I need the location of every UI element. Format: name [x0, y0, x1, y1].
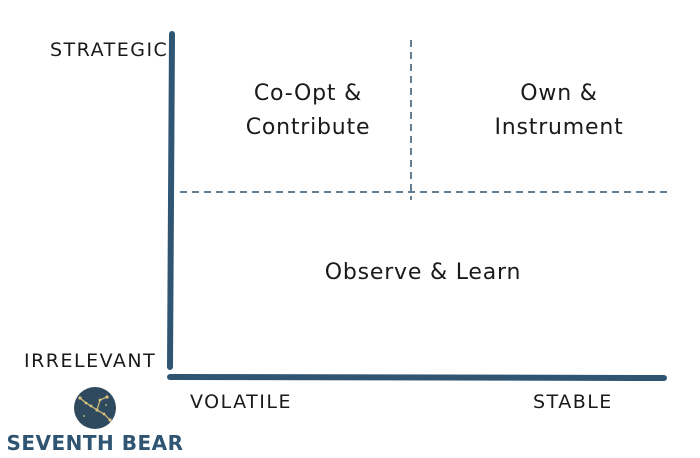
brand-name: SEVENTH BEAR	[6, 431, 183, 455]
quadrant-top-left-line2: Contribute	[246, 115, 371, 140]
quadrant-top-right-line2: Instrument	[494, 115, 623, 140]
x-axis-left-label: VOLATILE	[190, 391, 292, 413]
y-axis-bottom-label: IRRELEVANT	[24, 350, 156, 372]
vertical-axis	[167, 31, 175, 370]
seventh-bear-constellation-icon	[74, 387, 116, 429]
quadrant-top-right-line1: Own &	[520, 81, 597, 106]
quadrant-bottom-label: Observe & Learn	[325, 260, 522, 285]
y-axis-top-label: STRATEGIC	[50, 39, 168, 61]
quadrant-top-left-line1: Co-Opt &	[254, 81, 362, 106]
x-axis-right-label: STABLE	[533, 391, 613, 413]
horizontal-axis	[167, 374, 667, 381]
